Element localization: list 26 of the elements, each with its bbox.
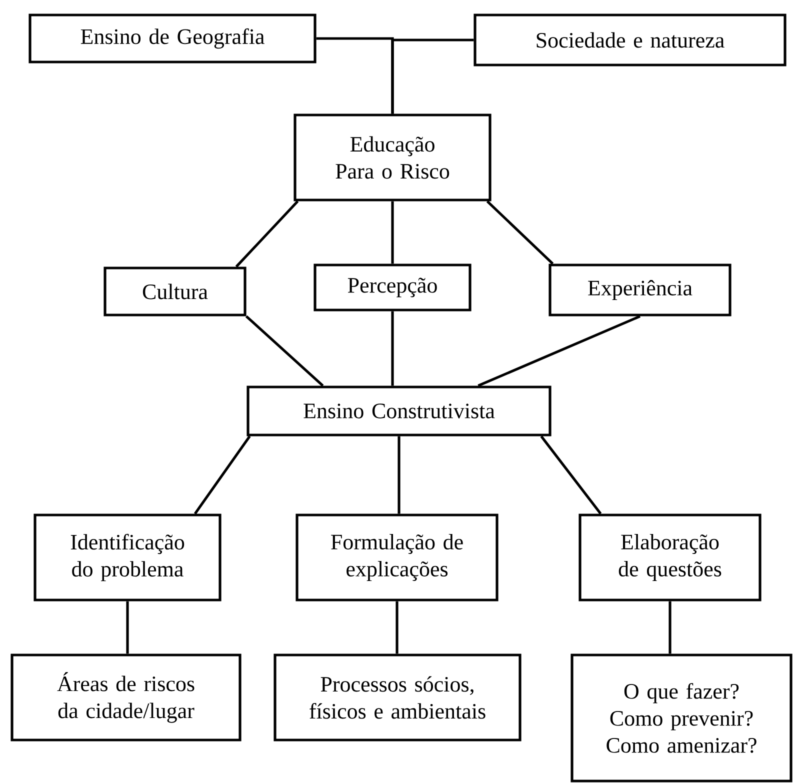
connector-line (391, 311, 394, 386)
connector-line (478, 315, 641, 387)
concept-box: Educação Para o Risco (294, 114, 492, 202)
concept-box: Experiência (548, 264, 732, 316)
concept-box: Processos sócios, físicos e ambientais (274, 654, 522, 742)
concept-box: Percepção (314, 264, 472, 312)
concept-box: Formulação de explicações (296, 514, 498, 602)
concept-box: Sociedade e natureza (474, 14, 786, 66)
connector-line (486, 200, 554, 265)
concept-box: Elaboração de questões (578, 514, 762, 602)
concept-box: Identificação do problema (34, 514, 222, 602)
connector-line (235, 200, 299, 268)
connector-line (391, 201, 394, 264)
concept-box: Ensino Construtivista (246, 386, 552, 436)
connector-line (540, 436, 602, 514)
connector-line (396, 601, 398, 654)
connector-line (126, 601, 129, 654)
connector-line (194, 436, 251, 514)
connector-line (668, 601, 672, 654)
concept-box: Áreas de riscos da cidade/lugar (10, 654, 242, 742)
concept-box: Ensino de Geografia (28, 14, 316, 64)
connector-line (245, 315, 324, 387)
concept-box: O que fazer? Como prevenir? Como amenizar? (570, 654, 792, 782)
connector-line (391, 38, 474, 114)
concept-box: Cultura (104, 266, 246, 316)
connector-line (398, 436, 400, 514)
